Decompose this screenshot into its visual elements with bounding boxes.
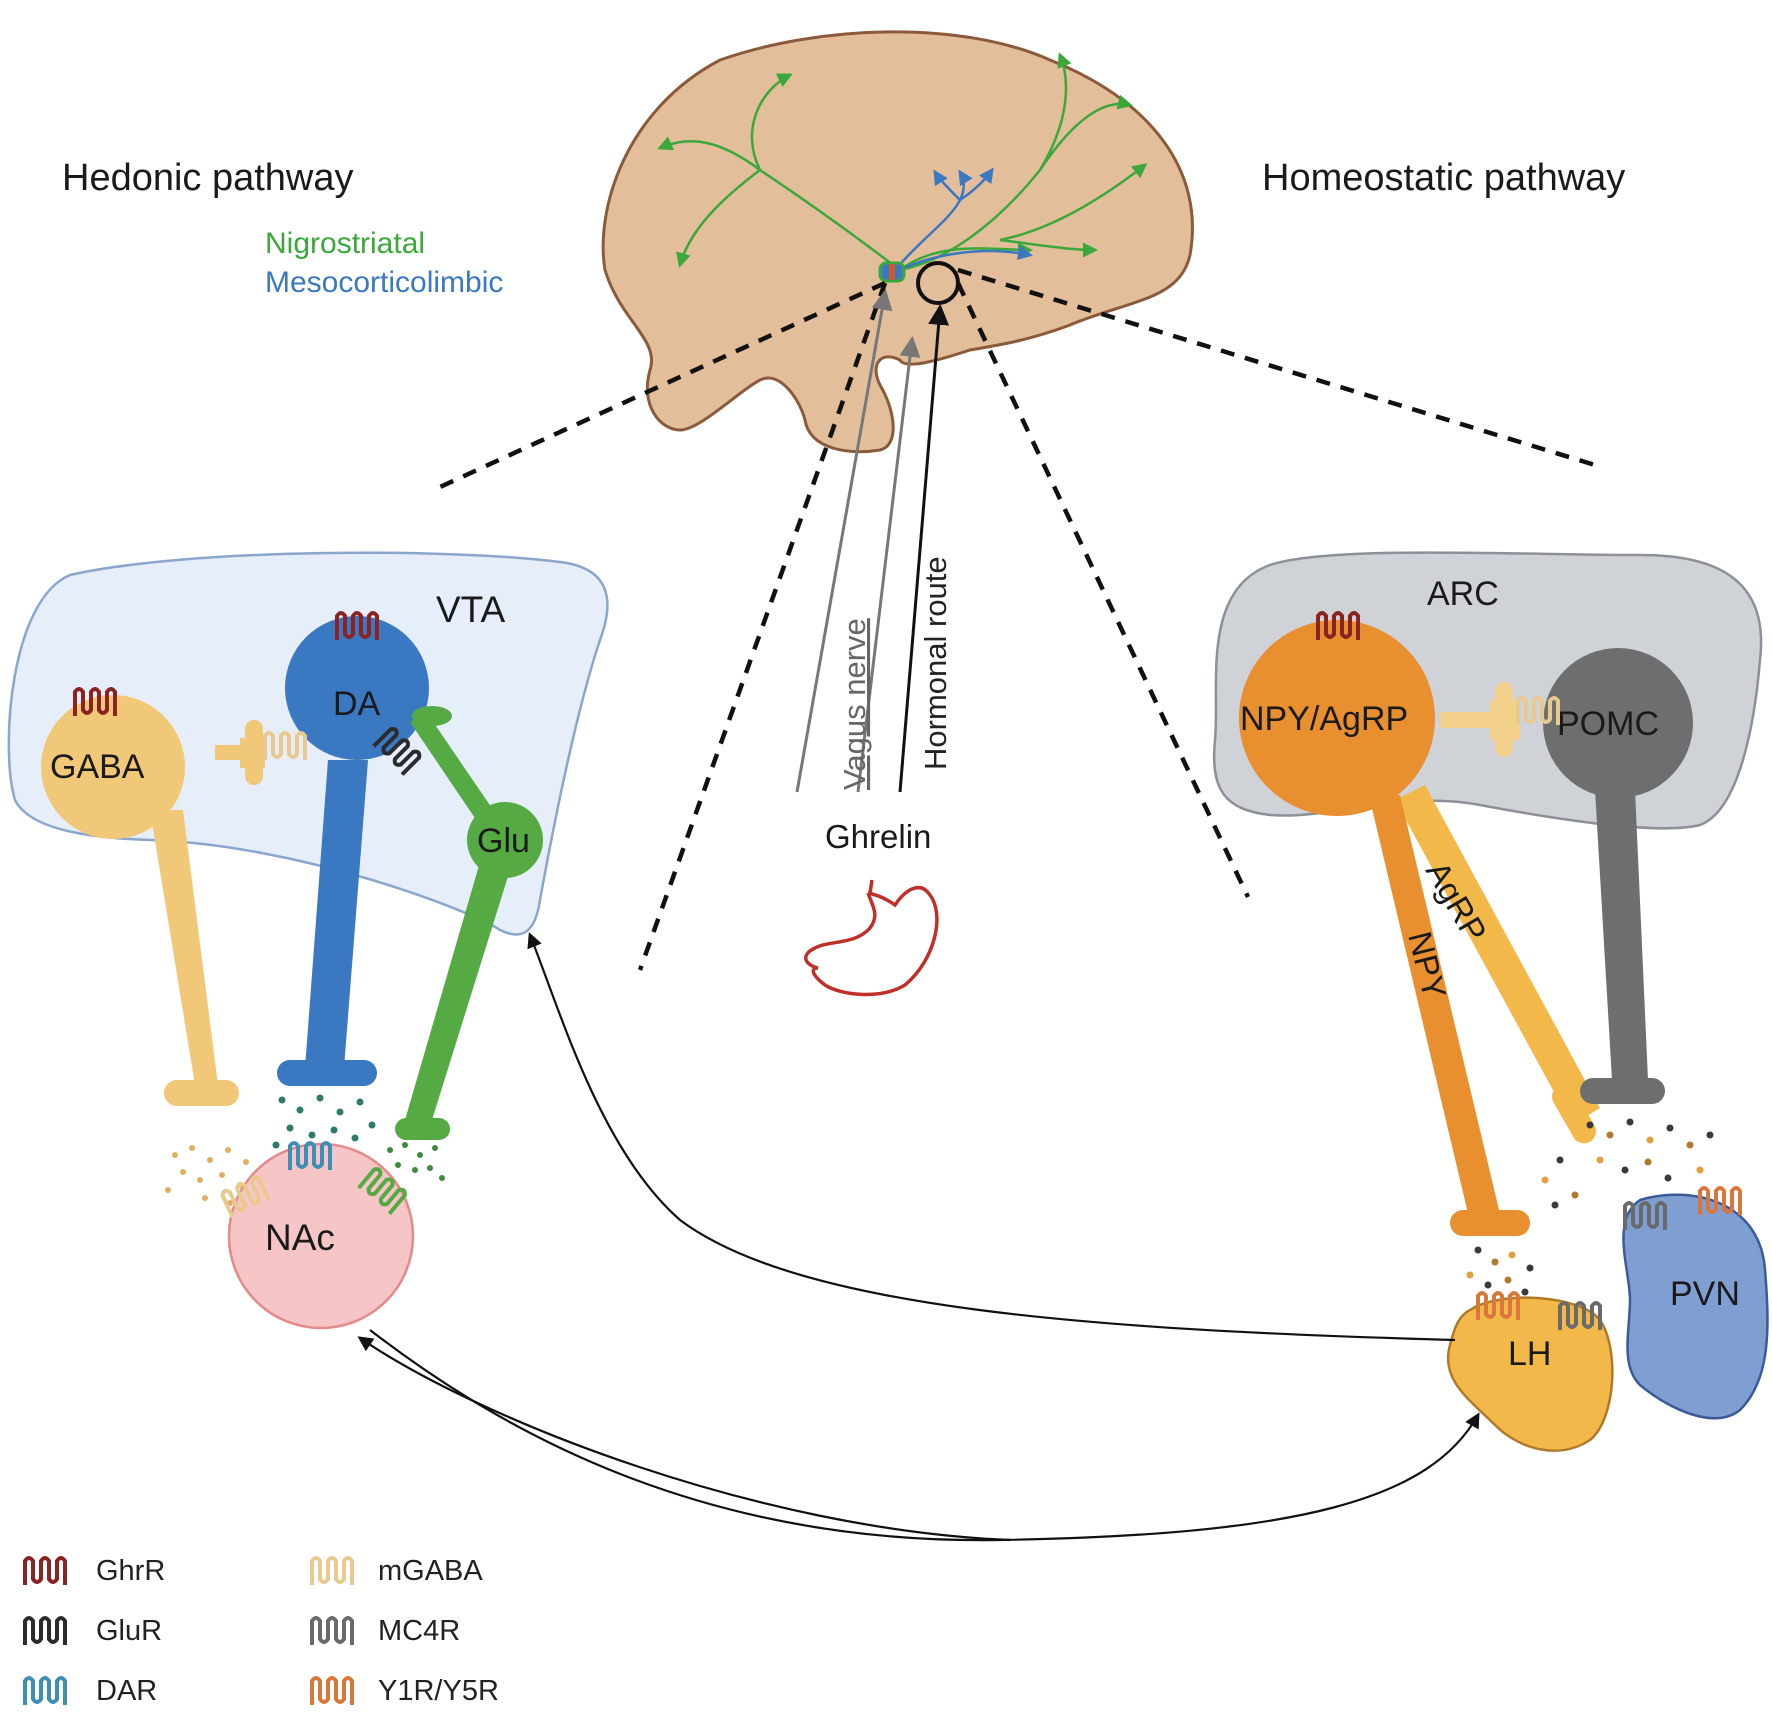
legend-item-mgaba: mGABA (310, 1555, 483, 1587)
legend-item-dar: DAR (23, 1675, 157, 1707)
npy-axon-label: NPY (1401, 928, 1453, 1003)
arc-label: ARC (1427, 575, 1499, 613)
brain-illustration (601, 30, 1194, 454)
gaba-neuron (41, 695, 265, 1106)
vta-label: VTA (436, 589, 506, 630)
peptide-vesicles (1466, 1118, 1714, 1296)
mesocorticolimbic-fibers (894, 167, 1033, 274)
lh-label: LH (1508, 1335, 1551, 1373)
da-label: DA (333, 685, 381, 723)
svg-text:GluR: GluR (96, 1615, 162, 1647)
glu-neuron (395, 706, 543, 1140)
ghrelin-label: Ghrelin (825, 818, 931, 855)
hedonic-heading: Hedonic pathway (62, 157, 354, 199)
legend-item-y1r-y5r: Y1R/Y5R (310, 1675, 499, 1707)
pvn-label: PVN (1670, 1275, 1740, 1313)
gaba-vesicles (165, 1145, 249, 1206)
svg-text:mGABA: mGABA (378, 1555, 483, 1587)
homeostatic-heading: Homeostatic pathway (1262, 157, 1625, 199)
brain-shape (601, 30, 1194, 454)
svg-text:GhrR: GhrR (96, 1555, 165, 1587)
vagus-nerve-label: Vagus nerve (837, 618, 872, 790)
glu-label: Glu (477, 822, 530, 860)
pomc-neuron (1543, 648, 1693, 1104)
nigrostriatal-fibers (657, 52, 1148, 272)
hormonal-route-label: Hormonal route (918, 556, 953, 770)
legend-item-mc4r: MC4R (310, 1615, 460, 1647)
lh-neuron (1446, 1296, 1614, 1452)
npy-axon (1370, 795, 1530, 1236)
npy-agrp-label: NPY/AgRP (1240, 700, 1408, 738)
svg-text:MC4R: MC4R (378, 1615, 460, 1647)
agrp-axon (1395, 785, 1600, 1144)
svg-text:DAR: DAR (96, 1675, 157, 1707)
receptor-legend: GhrR GluR DAR mGABA MC4R Y1R/Y5R (23, 1555, 499, 1707)
pomc-label: POMC (1557, 705, 1659, 743)
stomach-icon (804, 879, 939, 997)
connection-arrows (357, 932, 1480, 1542)
glutamate-vesicles (382, 1142, 445, 1183)
mesocorticolimbic-label: Mesocorticolimbic (265, 266, 503, 299)
svg-text:Y1R/Y5R: Y1R/Y5R (378, 1675, 499, 1707)
ghrelin-routes (795, 288, 950, 793)
gaba-label: GABA (50, 748, 145, 786)
legend-item-ghrr: GhrR (23, 1555, 165, 1587)
nac-label: NAc (265, 1217, 335, 1258)
pvn-neuron (1622, 1193, 1769, 1420)
npy-agrp-neuron (1239, 620, 1435, 816)
da-neuron (277, 616, 429, 1086)
legend-item-glur: GluR (23, 1615, 162, 1647)
nigrostriatal-label: Nigrostriatal (265, 227, 425, 260)
dopamine-vesicles (272, 1094, 376, 1149)
zoom-lines (439, 267, 1596, 971)
